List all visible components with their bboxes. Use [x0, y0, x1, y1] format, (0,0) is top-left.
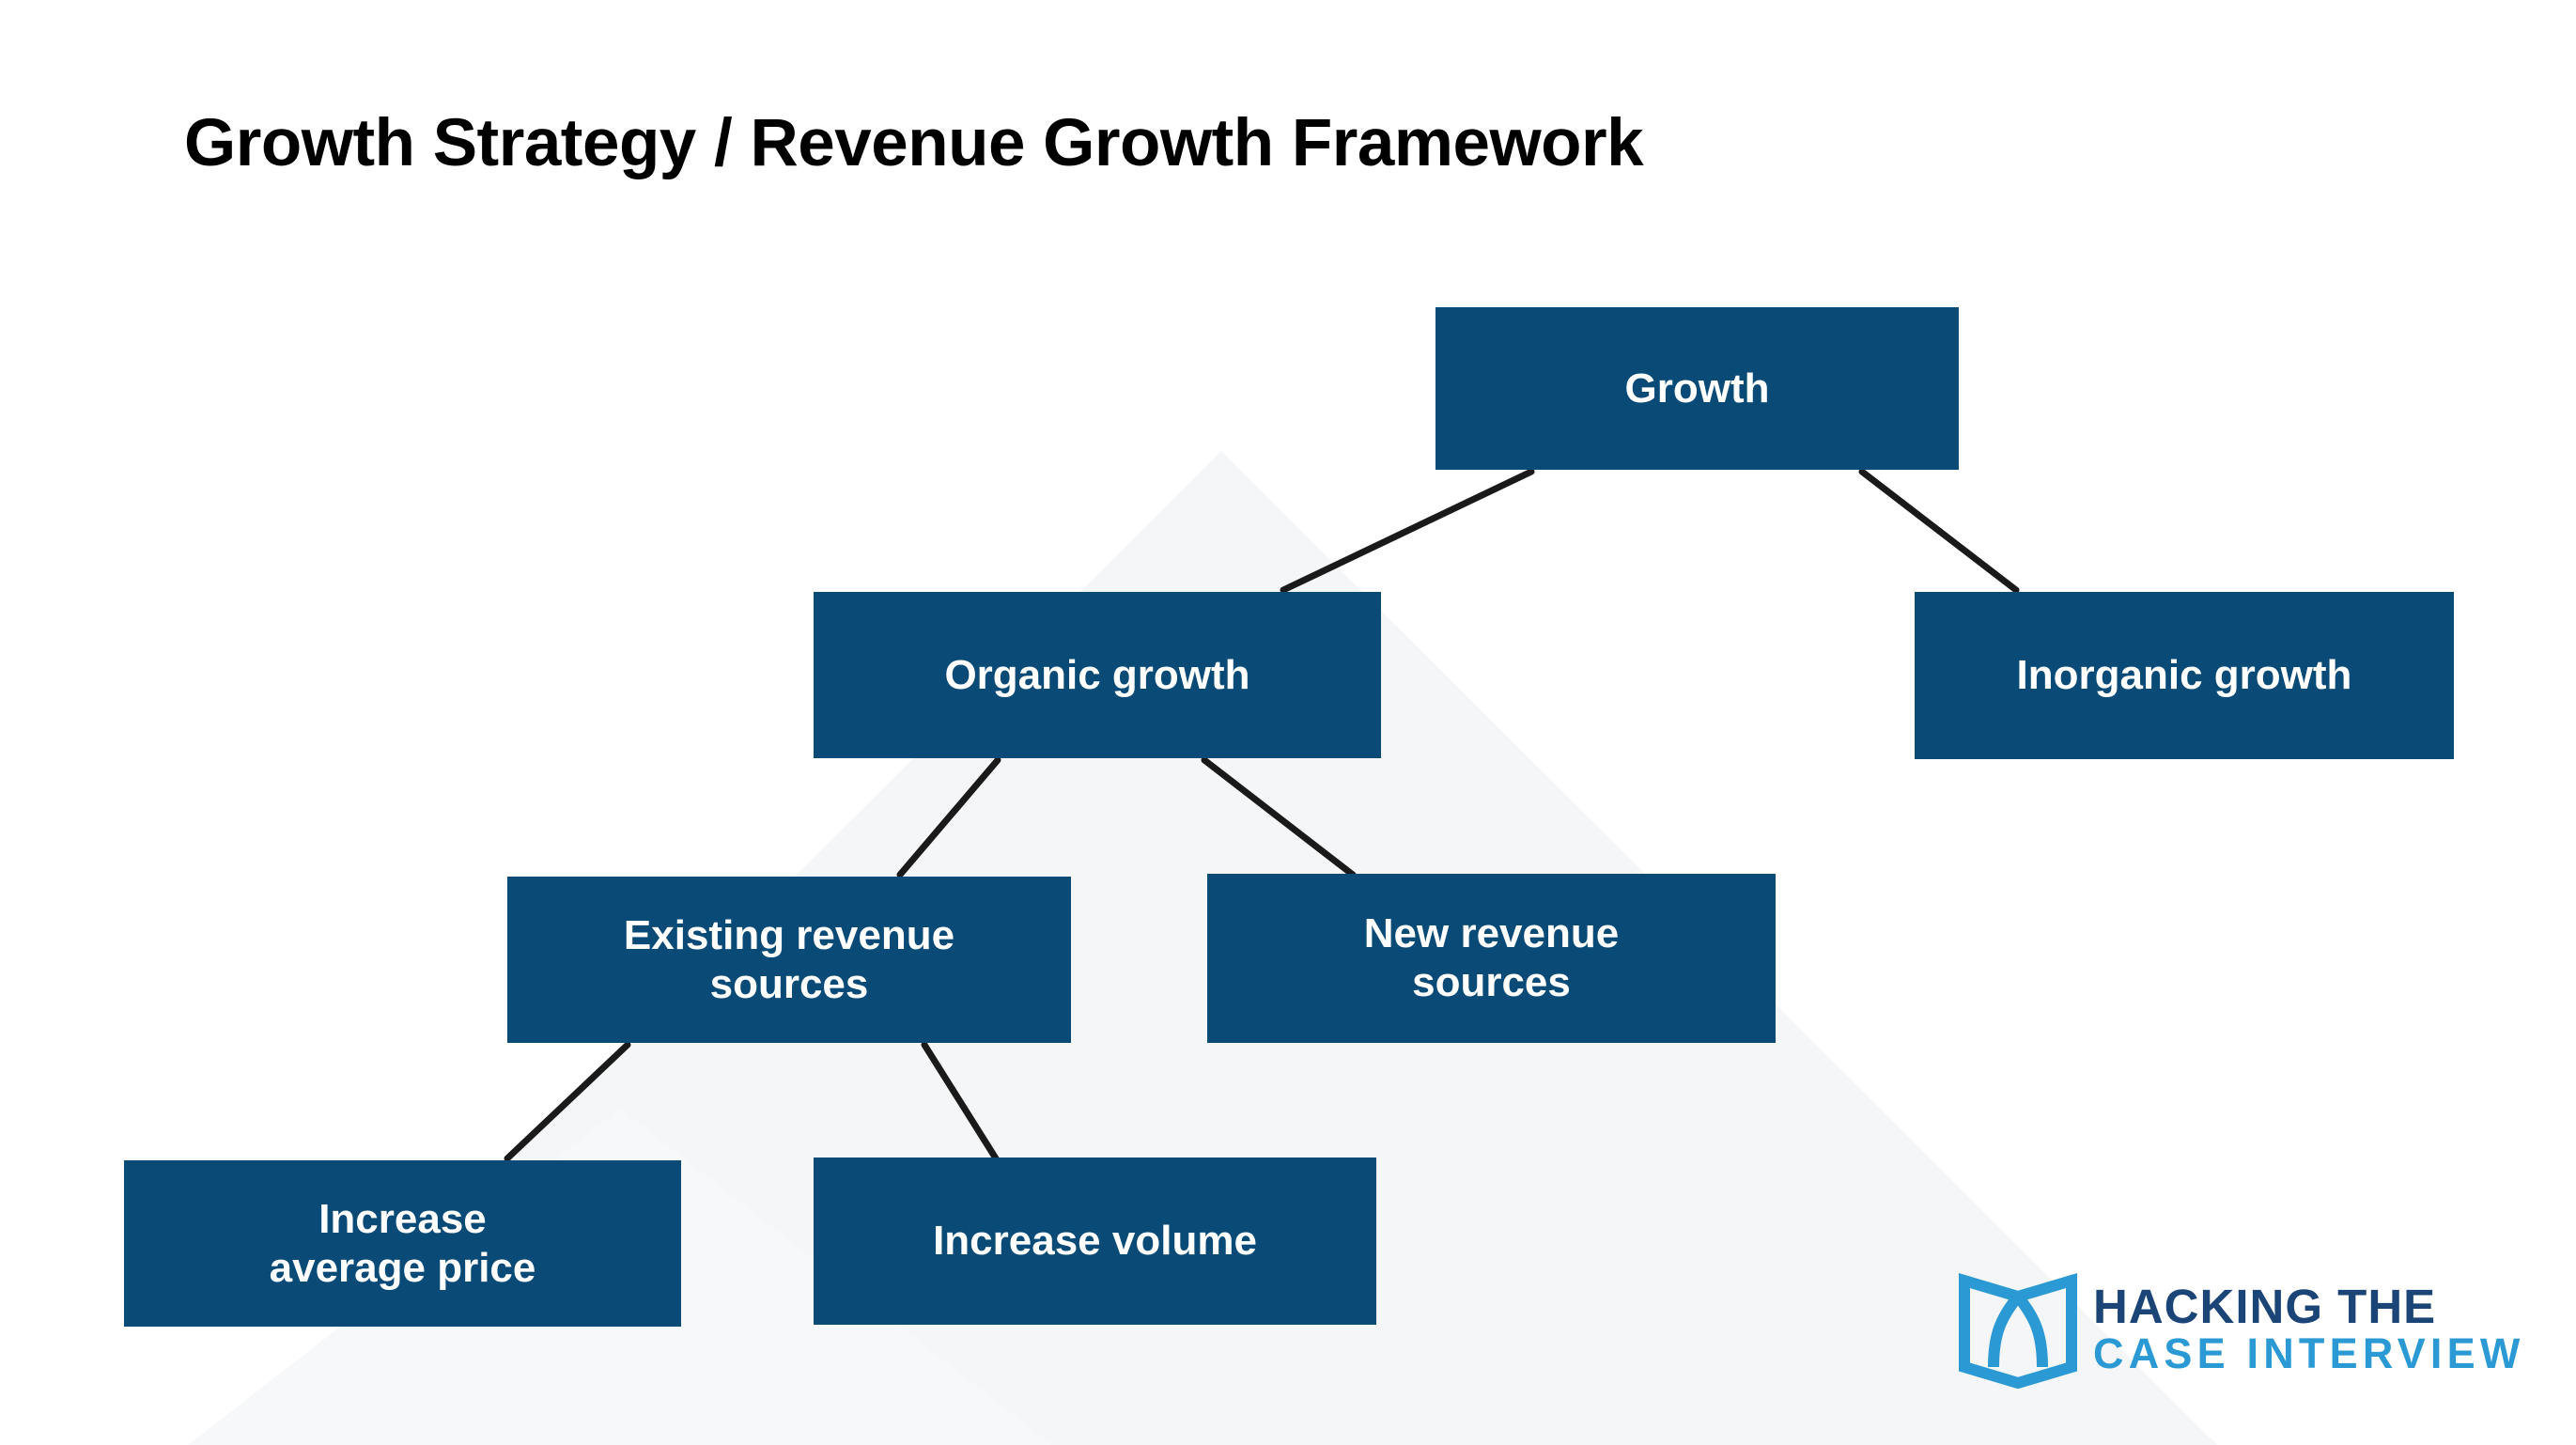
logo-wordmark: HACKING THE CASE INTERVIEW	[2093, 1282, 2525, 1377]
node-existing-revenue-sources[interactable]: Existing revenue sources	[507, 877, 1071, 1043]
open-book-icon	[1959, 1272, 2077, 1389]
node-increase-average-price[interactable]: Increase average price	[124, 1160, 681, 1327]
node-increase-volume-label: Increase volume	[933, 1218, 1257, 1265]
node-new-revenue-sources[interactable]: New revenue sources	[1207, 874, 1776, 1043]
edge-organic-new	[1201, 756, 1357, 878]
edge-existing-increase-volume	[921, 1041, 1000, 1162]
node-growth-label: Growth	[1624, 365, 1770, 412]
logo-line-case-interview: CASE INTERVIEW	[2093, 1329, 2525, 1378]
edge-organic-existing	[896, 756, 1001, 878]
logo-line-hacking-the: HACKING THE	[2093, 1280, 2437, 1334]
node-existing-revenue-sources-label: Existing revenue sources	[623, 911, 955, 1007]
node-increase-average-price-label: Increase average price	[269, 1195, 536, 1291]
node-organic-growth-label: Organic growth	[944, 651, 1250, 698]
edge-growth-organic	[1280, 468, 1535, 594]
node-new-revenue-sources-label: New revenue sources	[1363, 910, 1620, 1005]
node-increase-volume[interactable]: Increase volume	[814, 1158, 1376, 1325]
edge-existing-increase-price	[504, 1041, 631, 1162]
node-inorganic-growth-label: Inorganic growth	[2016, 652, 2352, 699]
node-growth[interactable]: Growth	[1435, 307, 1959, 470]
page-title: Growth Strategy / Revenue Growth Framewo…	[184, 106, 1644, 180]
node-organic-growth[interactable]: Organic growth	[814, 592, 1381, 758]
node-inorganic-growth[interactable]: Inorganic growth	[1915, 592, 2454, 759]
edge-growth-inorganic	[1858, 468, 2020, 594]
brand-logo: HACKING THE CASE INTERVIEW	[1956, 1266, 2557, 1393]
